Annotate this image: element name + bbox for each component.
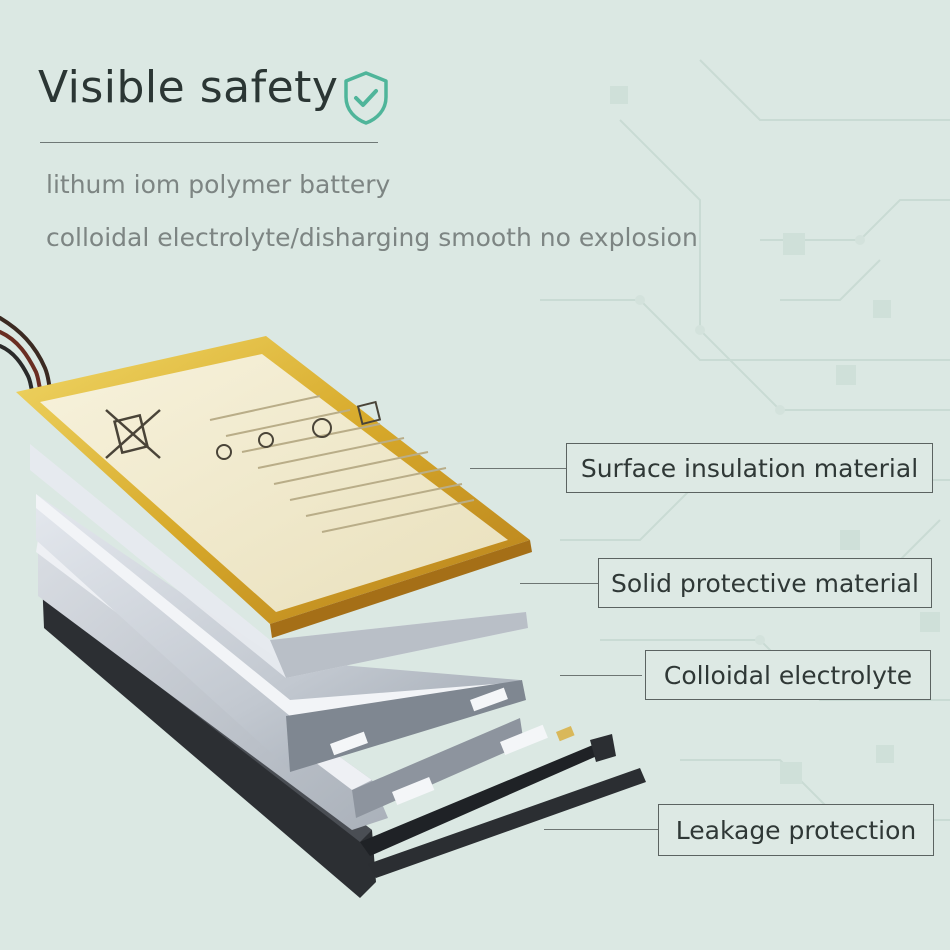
- callout-label: Leakage protection: [675, 815, 917, 845]
- page-title: Visible safety: [38, 62, 339, 113]
- battery-cell-top: [16, 336, 532, 638]
- recycle-bin-symbol: [105, 409, 161, 459]
- callout-label: Colloidal electrolyte: [663, 660, 913, 690]
- callout-colloidal-electrolyte: Colloidal electrolyte: [645, 650, 931, 700]
- surface-insulation-film: [30, 444, 528, 678]
- leader-line-protective: [520, 583, 598, 584]
- leakage-protection-strip: [368, 734, 646, 878]
- leader-line-insulation: [470, 468, 566, 469]
- certification-marks: [216, 400, 382, 460]
- callout-leakage-protection: Leakage protection: [658, 804, 934, 856]
- callout-label: Solid protective material: [611, 568, 919, 598]
- solid-protective-layer: [36, 494, 526, 772]
- label-print: [209, 395, 475, 533]
- battery-wires: [0, 316, 54, 398]
- callout-label: Surface insulation material: [580, 453, 919, 483]
- shield-check-icon: [344, 71, 388, 125]
- callout-surface-insulation: Surface insulation material: [566, 443, 933, 493]
- leader-line-leakage: [544, 829, 658, 830]
- title-divider: [40, 142, 378, 143]
- subtitle-battery-type: lithum iom polymer battery: [46, 170, 391, 199]
- callout-solid-protective: Solid protective material: [598, 558, 932, 608]
- leader-line-electrolyte: [560, 675, 642, 676]
- subtitle-electrolyte-note: colloidal electrolyte/disharging smooth …: [46, 223, 698, 252]
